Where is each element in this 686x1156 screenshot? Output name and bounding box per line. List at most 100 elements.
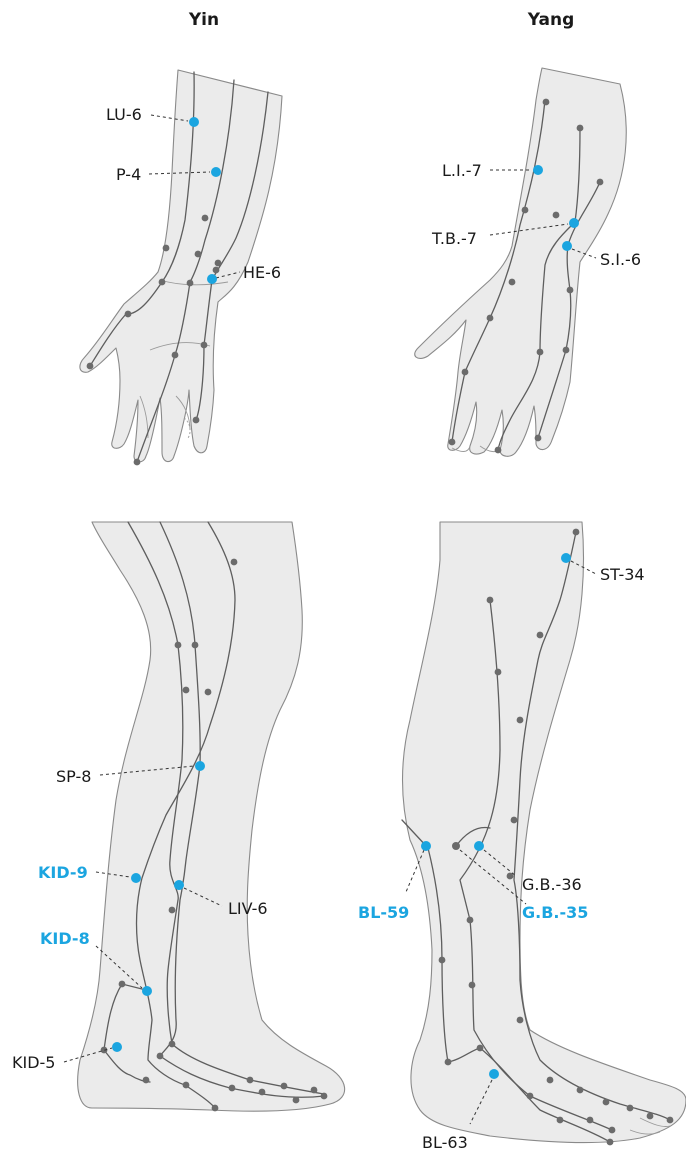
- yang-leg-silhouette: [403, 522, 686, 1142]
- acupoint-dot: [192, 642, 199, 649]
- acupoint-dot: [205, 689, 212, 696]
- acupoint-dot: [321, 1093, 328, 1100]
- acupoint-dot: [231, 559, 238, 566]
- label-p4: P-4: [116, 165, 141, 184]
- acupoint-kid9: [131, 873, 141, 883]
- acupoint-dot: [462, 369, 469, 376]
- acupoint-gb35: [474, 841, 484, 851]
- acupoint-dot: [169, 907, 176, 914]
- yang-leg: ST-34 BL-59 G.B.-36 G.B.-35 BL-63: [358, 522, 686, 1152]
- label-li7: L.I.-7: [442, 161, 482, 180]
- acupoint-dot: [183, 687, 190, 694]
- acupoint-dot: [607, 1139, 614, 1146]
- acupoint-dot: [157, 1053, 164, 1060]
- acupoint-dot: [547, 1077, 554, 1084]
- yang-arm-silhouette: [415, 68, 627, 456]
- acupoint-dot: [597, 179, 604, 186]
- yin-leg-silhouette: [78, 522, 345, 1111]
- acupoint-dot: [495, 447, 502, 454]
- acupoint-dot: [202, 215, 209, 222]
- acupoint-dot: [537, 632, 544, 639]
- acupoint-dot: [557, 1117, 564, 1124]
- acupoint-dot: [439, 957, 446, 964]
- acupoint-dot: [667, 1117, 674, 1124]
- acupoint-dot: [229, 1085, 236, 1092]
- acupoint-tb7: [569, 218, 579, 228]
- yang-arm: L.I.-7 T.B.-7 S.I.-6: [415, 68, 641, 456]
- acupoint-dot: [647, 1113, 654, 1120]
- acupoint-dot: [143, 1077, 150, 1084]
- acupoint-dot: [603, 1099, 610, 1106]
- acupoint-dot: [587, 1117, 594, 1124]
- yin-leg: SP-8 KID-9 LIV-6 KID-8 KID-5: [12, 522, 345, 1111]
- acupoint-dot: [527, 1093, 534, 1100]
- acupoint-bl63: [489, 1069, 499, 1079]
- acupoint-dot: [609, 1127, 616, 1134]
- acupoint-dot: [87, 363, 94, 370]
- acupoint-dot: [281, 1083, 288, 1090]
- acupoint-dot: [487, 315, 494, 322]
- acupoint-dot: [445, 1059, 452, 1066]
- acupoint-dot: [477, 1045, 484, 1052]
- acupoint-dot: [467, 917, 474, 924]
- acupoint-gb36-marker: [452, 842, 460, 850]
- label-bl63: BL-63: [422, 1133, 468, 1152]
- yin-arm: LU-6 P-4 HE-6: [80, 70, 282, 465]
- acupoint-dot: [163, 245, 170, 252]
- acupoint-dot: [159, 279, 166, 286]
- acupoint-dot: [183, 1082, 190, 1089]
- acupoint-dot: [187, 280, 194, 287]
- acupoint-dot: [175, 642, 182, 649]
- acupoint-dot: [259, 1089, 266, 1096]
- acupoint-dot: [563, 347, 570, 354]
- acupoint-kid8: [142, 986, 152, 996]
- acupoint-dot: [195, 251, 202, 258]
- label-st34: ST-34: [600, 565, 645, 584]
- acupoint-sp8: [195, 761, 205, 771]
- label-he6: HE-6: [243, 263, 281, 282]
- label-sp8: SP-8: [56, 767, 91, 786]
- label-gb36: G.B.-36: [522, 875, 582, 894]
- label-bl59: BL-59: [358, 903, 409, 922]
- acupoint-dot: [517, 1017, 524, 1024]
- acupoint-bl59: [421, 841, 431, 851]
- acupoint-dot: [509, 279, 516, 286]
- acupoint-st34: [561, 553, 571, 563]
- acupoint-dot: [134, 459, 141, 466]
- acupoint-si6: [562, 241, 572, 251]
- acupoint-lu6: [189, 117, 199, 127]
- acupoint-dot: [543, 99, 550, 106]
- acupoint-li7: [533, 165, 543, 175]
- acupoint-dot: [573, 529, 580, 536]
- acupoint-dot: [469, 982, 476, 989]
- label-gb35: G.B.-35: [522, 903, 588, 922]
- acupoint-dot: [537, 349, 544, 356]
- label-kid5: KID-5: [12, 1053, 55, 1072]
- acupoint-he6: [207, 274, 217, 284]
- acupoint-dot: [495, 669, 502, 676]
- acupoint-dot: [522, 207, 529, 214]
- acupoint-dot: [449, 439, 456, 446]
- acupoint-dot: [553, 212, 560, 219]
- acupoint-dot: [311, 1087, 318, 1094]
- acupoint-dot: [535, 435, 542, 442]
- acupoint-dot: [119, 981, 126, 988]
- acupoint-dot: [293, 1097, 300, 1104]
- label-tb7: T.B.-7: [431, 229, 477, 248]
- acupoint-dot: [627, 1105, 634, 1112]
- acupoint-dot: [517, 717, 524, 724]
- label-kid9: KID-9: [38, 863, 88, 882]
- acupoint-dot: [213, 267, 220, 274]
- acupoint-dot: [125, 311, 132, 318]
- acupoint-dot: [577, 125, 584, 132]
- label-si6: S.I.-6: [600, 250, 641, 269]
- acupoint-liv6: [174, 880, 184, 890]
- label-liv6: LIV-6: [228, 899, 268, 918]
- acupoint-dot: [212, 1105, 219, 1112]
- acupoint-dot: [172, 352, 179, 359]
- acupoint-p4: [211, 167, 221, 177]
- label-kid8: KID-8: [40, 929, 90, 948]
- acupoint-dot: [193, 417, 200, 424]
